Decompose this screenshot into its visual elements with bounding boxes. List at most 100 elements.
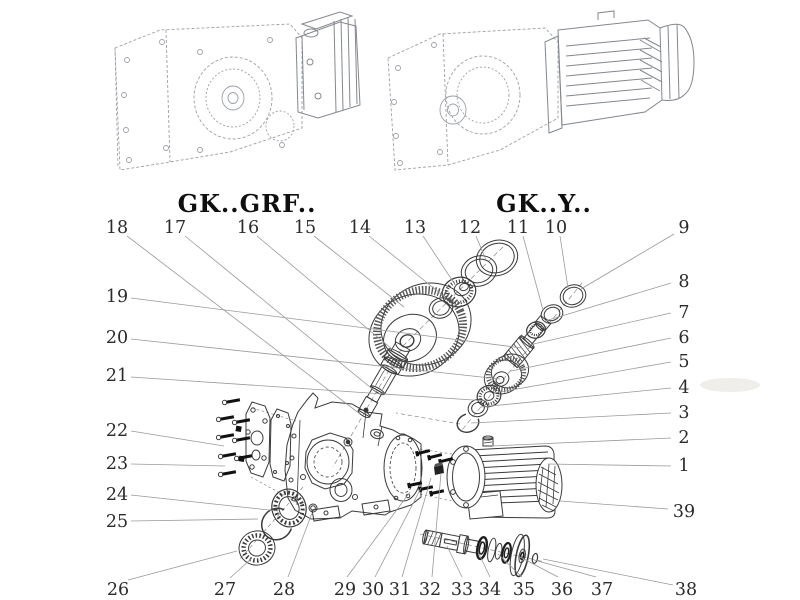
callout-number-4: 4 [678, 378, 689, 398]
leader-line-26 [127, 550, 238, 581]
callout-number-26: 26 [107, 580, 129, 600]
leader-line-24 [130, 494, 279, 512]
callout-number-10: 10 [545, 218, 567, 238]
leader-line-31 [401, 477, 432, 578]
circlip [260, 507, 294, 541]
callout-number-21: 21 [106, 366, 128, 386]
exploded-assembly [215, 239, 587, 578]
callout-number-20: 20 [106, 328, 128, 348]
leader-line-30 [374, 487, 422, 578]
leader-line-35 [497, 553, 523, 578]
callout-number-30: 30 [362, 580, 384, 600]
callout-number-14: 14 [349, 218, 371, 238]
toothed-lock-washer [238, 530, 276, 566]
callout-number-33: 33 [451, 580, 473, 600]
bevel-ring-middle [540, 304, 564, 324]
electric-motor [446, 435, 563, 520]
leader-line-9 [580, 233, 675, 290]
leader-line-38 [542, 558, 674, 586]
output-gear-wheel [368, 282, 472, 377]
watermark-smudge [700, 378, 760, 392]
variant-label-left: GK..GRF.. [178, 189, 317, 218]
output-ball-bearing [271, 488, 307, 528]
assembled-view-gkgrf [114, 23, 303, 171]
main-axis-centerline [332, 246, 504, 468]
breather-plug [482, 435, 494, 447]
callout-number-8: 8 [678, 272, 689, 292]
leader-line-16 [256, 235, 394, 351]
callout-number-24: 24 [106, 485, 128, 505]
leader-line-8 [544, 282, 672, 322]
leader-line-36 [519, 556, 559, 578]
input-bearing-front [475, 536, 489, 561]
leader-line-13 [422, 235, 457, 287]
cover-screws [215, 398, 253, 478]
callout-number-31: 31 [389, 580, 411, 600]
callout-number-15: 15 [294, 218, 316, 238]
leader-line-23 [130, 463, 226, 467]
callout-number-16: 16 [237, 218, 259, 238]
callout-number-5: 5 [678, 352, 689, 372]
gasket [269, 408, 292, 482]
flange-screws [407, 449, 454, 497]
tapered-roller-bearing-upper [441, 276, 477, 308]
input-shaft-assembly [422, 529, 539, 578]
callout-number-34: 34 [479, 580, 501, 600]
assembled-view-gky [387, 27, 559, 171]
leader-line-32 [431, 472, 442, 578]
leader-line-27 [229, 557, 253, 579]
leader-line-17 [184, 235, 377, 393]
leader-line-20 [130, 338, 501, 380]
callout-number-3: 3 [678, 403, 689, 423]
snap-ring [456, 413, 480, 433]
callout-number-35: 35 [513, 580, 535, 600]
callout-number-17: 17 [164, 218, 186, 238]
callout-number-6: 6 [678, 328, 689, 348]
leader-line-12 [475, 235, 487, 261]
callout-number-23: 23 [106, 454, 128, 474]
assembled-view-gkgrf-adapter [295, 11, 361, 119]
leader-line-22 [130, 430, 225, 447]
callout-number-29: 29 [334, 580, 356, 600]
callout-number-37: 37 [591, 580, 613, 600]
callout-number-2: 2 [678, 428, 689, 448]
callout-number-19: 19 [106, 287, 128, 307]
leader-line-10 [559, 235, 569, 289]
leader-line-11 [522, 235, 544, 311]
callout-number-9: 9 [678, 218, 689, 238]
bore-axis-dashes [395, 412, 461, 425]
output-shaft [357, 341, 411, 419]
leader-line-29 [346, 491, 411, 578]
callout-number-18: 18 [106, 218, 128, 238]
leader-line-39 [559, 500, 669, 510]
callout-number-38: 38 [675, 580, 697, 600]
leader-line-14 [368, 235, 447, 299]
callout-number-11: 11 [507, 218, 529, 238]
leader-line-18 [126, 235, 361, 415]
leader-line-6 [510, 337, 672, 372]
callout-number-32: 32 [419, 580, 441, 600]
leader-line-37 [533, 559, 597, 578]
callout-number-36: 36 [551, 580, 573, 600]
leader-line-34 [477, 551, 491, 578]
gear-housing [284, 392, 423, 522]
callout-number-39: 39 [673, 502, 695, 522]
retaining-ring-large [475, 239, 519, 277]
leader-line-33 [446, 545, 463, 578]
callout-number-7: 7 [678, 303, 689, 323]
cover-plate [245, 401, 271, 478]
leader-line-2 [491, 437, 672, 447]
leader-line-25 [130, 518, 259, 522]
bevel-gear [483, 353, 530, 395]
callout-number-22: 22 [106, 421, 128, 441]
callout-number-12: 12 [459, 218, 481, 238]
leader-line-28 [287, 512, 313, 578]
leader-line-5 [493, 361, 672, 394]
alignment-dashes [250, 407, 453, 504]
callout-number-1: 1 [678, 456, 689, 476]
callout-number-27: 27 [214, 580, 236, 600]
leader-line-3 [470, 412, 672, 424]
